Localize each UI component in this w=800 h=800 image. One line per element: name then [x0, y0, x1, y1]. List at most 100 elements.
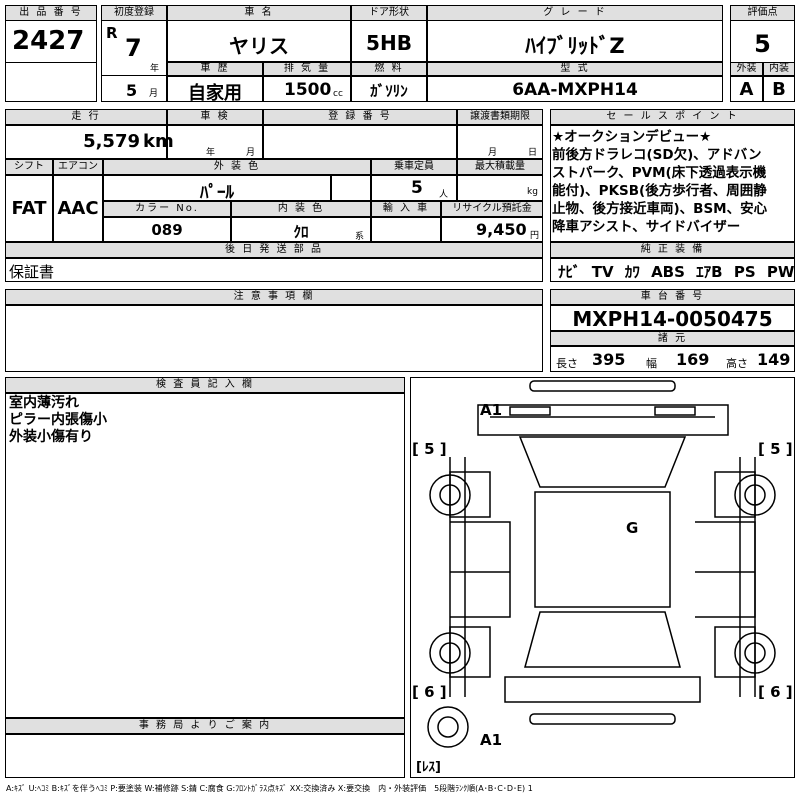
tire-rl-inner [439, 642, 461, 664]
history-box [167, 76, 263, 102]
tire-fr [734, 474, 776, 516]
color-box [103, 175, 331, 201]
rear-window [524, 611, 681, 668]
tire-fl [429, 474, 471, 516]
front-bumper [529, 380, 676, 392]
wheel-arch-rr [714, 626, 756, 678]
inspection-box [167, 125, 263, 159]
reg-divider [101, 75, 167, 76]
ac-box [53, 175, 103, 242]
inspector-note: ピラー内張傷小 [9, 412, 107, 428]
import-box [371, 217, 441, 242]
car-name: ヤリス [229, 34, 289, 58]
mark-rear: A1 [480, 731, 502, 749]
tread-fl: [ 5 ] [412, 440, 447, 458]
inspector-notes: 室内薄汚れ ピラー内張傷小 外装小傷有り [9, 395, 107, 446]
model-box [427, 76, 723, 102]
height: 149 [757, 350, 791, 369]
sales-points-text: ★オークションデビュー★ 前後方ドラレコ(SD欠)、アドバン ストパーク、PVM… [552, 128, 794, 236]
transfer-label: 譲渡書類期限 [457, 109, 543, 125]
legend: A:ｷｽﾞ U:ﾍｺﾐ B:ｷｽﾞを伴うﾍｺﾐ P:要塗装 W:補修跡 S:錆 … [6, 784, 533, 793]
wheel-arch-fr [714, 471, 756, 518]
exterior-grade-label: 外装 [730, 62, 763, 76]
history: 自家用 [188, 83, 242, 104]
history-label: 車 歴 [167, 62, 263, 76]
equipment-item: PW [766, 263, 795, 281]
transfer-month-unit: 月 [488, 148, 498, 158]
spare-tire [427, 706, 469, 748]
shift-box [5, 175, 53, 242]
import-label: 輸 入 車 [371, 201, 441, 217]
reg-month: 5 [126, 81, 138, 100]
mileage-unit: km [143, 131, 174, 152]
rear-bumper [529, 713, 676, 725]
ac: AAC [57, 198, 99, 219]
inspection-label: 車 検 [167, 109, 263, 125]
later-parts-box [5, 258, 543, 282]
body-right [739, 457, 756, 697]
interior-grade-box [763, 76, 795, 102]
interior-color: ｸﾛ [293, 223, 309, 241]
shift-label: シフト [5, 159, 53, 175]
model-label: 型 式 [427, 62, 723, 76]
tire-fr-inner [744, 484, 766, 506]
width-label: 幅 [646, 357, 657, 370]
sales-point-line: ストパーク、PVM(床下透過表示機 [552, 165, 767, 181]
spare-status: [ﾚｽ] [416, 760, 441, 775]
fuel-box [351, 76, 427, 102]
interior-grade-label: 内装 [763, 62, 795, 76]
office-box [5, 734, 405, 778]
lot-divider [5, 62, 97, 63]
transfer-day-unit: 日 [528, 148, 538, 158]
equipment-box [550, 258, 795, 282]
era: R [106, 24, 118, 42]
caution-box [5, 305, 543, 372]
shift: FAT [11, 198, 47, 219]
color-no: 089 [151, 221, 183, 239]
recycle-box [441, 217, 543, 242]
spare-tire-inner [437, 716, 459, 738]
color-box-2 [331, 175, 371, 201]
doors-right [695, 521, 756, 618]
mileage-box [5, 125, 167, 159]
body-left [449, 457, 466, 697]
tread-rr: [ 6 ] [758, 683, 793, 701]
grade: ﾊｲﾌﾞﾘｯﾄﾞZ [525, 34, 625, 58]
equipment-item: ﾅﾋﾞ [558, 263, 581, 281]
fuel: ｶﾞｿﾘﾝ [370, 82, 408, 100]
equipment-item: PS [733, 263, 756, 281]
front-lamp-right [654, 406, 696, 416]
car-diagram: A1 G A1 [ 5 ] [ 5 ] [ 6 ] [ 6 ] [ﾚｽ] [412, 380, 793, 775]
transfer-box [457, 125, 543, 159]
score-label: 評価点 [730, 5, 795, 21]
capacity-box [371, 175, 457, 201]
car-name-label: 車 名 [167, 5, 351, 21]
score: 5 [754, 30, 771, 58]
sales-point-line: 降車アシスト、サイドバイザー [552, 219, 741, 235]
grade-label: グ レ ー ド [427, 5, 723, 21]
trunk [504, 676, 701, 703]
lot-label: 出 品 番 号 [5, 5, 97, 21]
interior-color-box [231, 217, 371, 242]
tire-fl-inner [439, 484, 461, 506]
later-parts: 保証書 [9, 263, 55, 281]
office-label: 事 務 局 よ り ご 案 内 [5, 718, 405, 734]
fuel-label: 燃 料 [351, 62, 427, 76]
equipment-item: ｴｱB [696, 263, 723, 281]
reg-year: 7 [125, 34, 142, 62]
inspection-year-unit: 年 [206, 148, 216, 158]
equipment-list: ﾅﾋﾞ TV ｶﾜ ABS ｴｱB PS PW [558, 261, 794, 282]
later-parts-label: 後 日 発 送 部 品 [5, 242, 543, 258]
reg-month-unit: 月 [149, 89, 159, 99]
ac-label: エアコン [53, 159, 103, 175]
tread-rl: [ 6 ] [412, 683, 447, 701]
recycle-amount: 9,450 [476, 220, 527, 239]
length-label: 長さ [556, 357, 578, 370]
wheel-arch-rl [449, 626, 491, 678]
tire-rl [429, 632, 471, 674]
chassis-label: 車 台 番 号 [550, 289, 795, 305]
color-label: 外 装 色 [103, 159, 371, 175]
displacement: 1500 [284, 80, 332, 100]
inspector-note: 室内薄汚れ [9, 395, 79, 411]
diagram-box [410, 377, 795, 778]
